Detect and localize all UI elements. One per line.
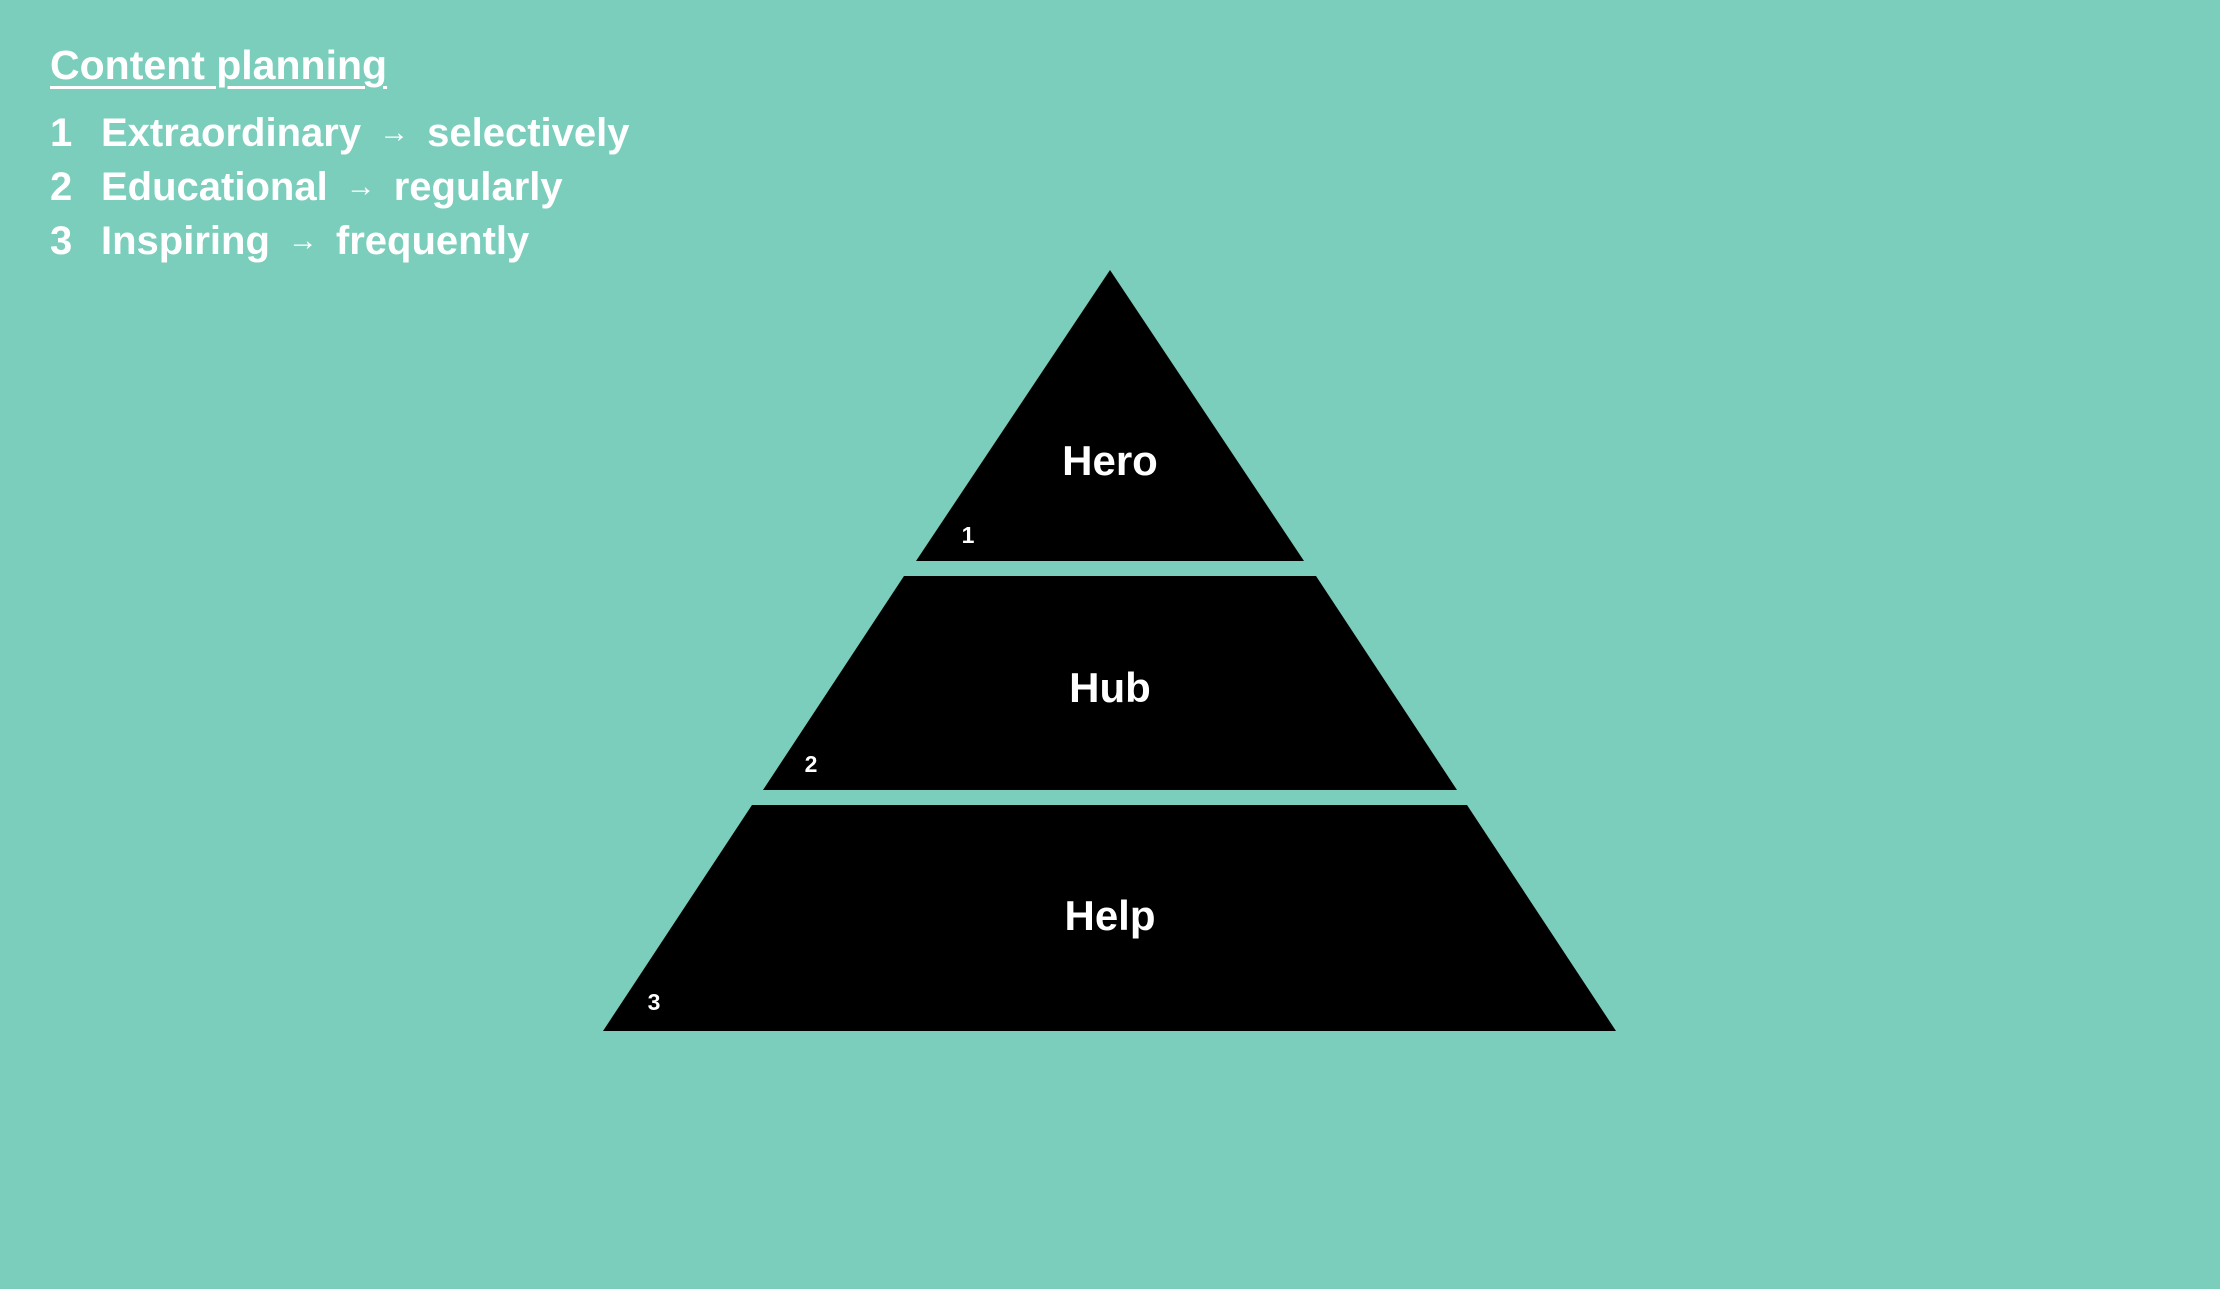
legend-item-type: Inspiring — [101, 219, 270, 263]
tier-label: Hub — [1069, 664, 1151, 711]
legend-item: 3 Inspiring → frequently — [50, 214, 630, 268]
arrow-right-icon: → — [379, 116, 410, 149]
tier-number: 1 — [962, 522, 975, 548]
legend-item-number: 1 — [50, 111, 73, 155]
tier-hub: Hub 2 — [763, 576, 1457, 790]
legend-item-frequency: frequently — [335, 219, 530, 263]
arrow-right-icon: → — [287, 224, 318, 257]
tier-hero: Hero 1 — [916, 270, 1304, 561]
tier-number: 2 — [805, 751, 818, 777]
tier-label: Help — [1064, 892, 1155, 939]
legend-list: 1 Extraordinary → selectively 2 Educatio… — [50, 106, 630, 268]
tier-shape — [603, 805, 1616, 1031]
tier-label: Hero — [1062, 437, 1158, 484]
tier-number: 3 — [648, 989, 661, 1015]
legend-item: 2 Educational → regularly — [50, 160, 630, 214]
tier-help: Help 3 — [603, 805, 1616, 1031]
legend-item-frequency: selectively — [427, 111, 630, 155]
legend-item-frequency: regularly — [393, 165, 563, 209]
tier-shape — [763, 576, 1457, 790]
arrow-right-icon: → — [345, 170, 376, 203]
tier-shape — [916, 270, 1304, 561]
legend-item-number: 2 — [50, 165, 73, 209]
legend-item-number: 3 — [50, 219, 73, 263]
legend-item-type: Educational — [101, 165, 328, 209]
legend-item: 1 Extraordinary → selectively — [50, 106, 630, 160]
legend: Content planning 1 Extraordinary → selec… — [50, 40, 630, 268]
legend-title: Content planning — [50, 42, 388, 88]
legend-item-type: Extraordinary — [101, 111, 362, 155]
